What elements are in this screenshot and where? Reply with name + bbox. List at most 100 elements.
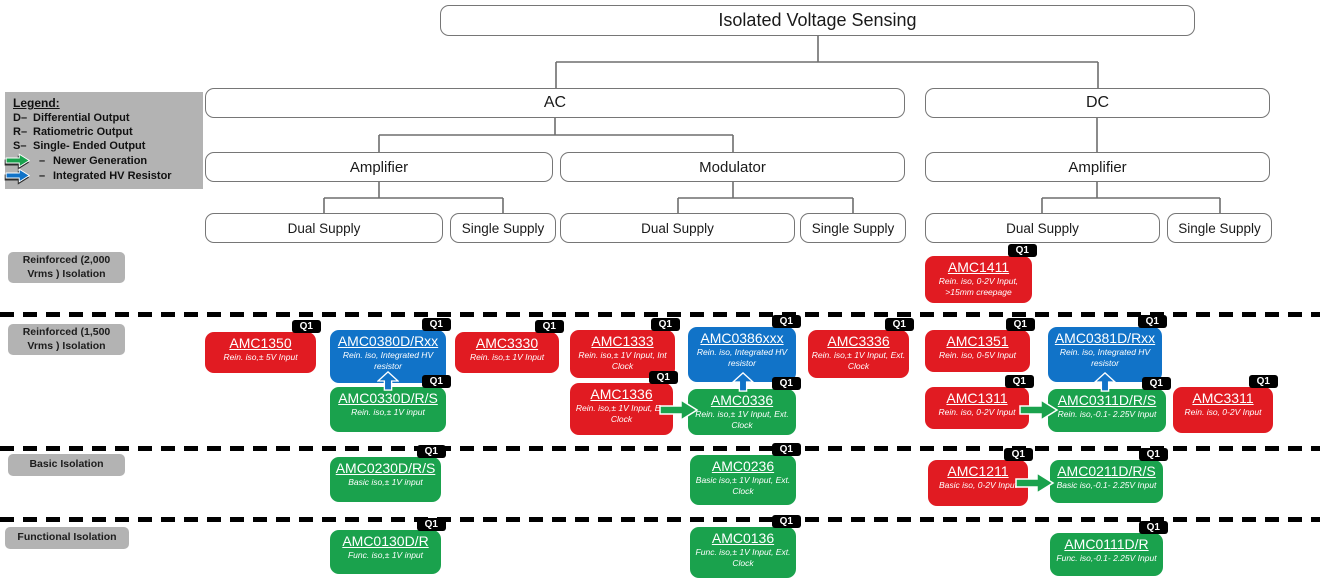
- node-label: DC: [1085, 94, 1110, 111]
- product-link-amc1211[interactable]: AMC1211: [947, 463, 1009, 479]
- node-ac-amplifier[interactable]: Amplifier: [205, 152, 553, 182]
- q1-badge: Q1: [771, 515, 801, 528]
- product-link-amc0336[interactable]: AMC0336: [710, 392, 774, 408]
- node-ac[interactable]: AC: [205, 88, 905, 118]
- product-link-amc3311[interactable]: AMC3311: [1192, 390, 1254, 406]
- node-isolated-voltage-sensing[interactable]: Isolated Voltage Sensing: [440, 5, 1195, 36]
- node-ac-amplifier-dual-supply[interactable]: Dual Supply: [205, 213, 443, 243]
- product-link-amc1411[interactable]: AMC1411: [947, 259, 1010, 275]
- legend-item-integrated-hv-resistor: – Integrated HV Resistor: [5, 168, 197, 183]
- q1-badge: Q1: [648, 371, 678, 384]
- legend-label: Ratiometric Output: [33, 126, 133, 138]
- product-link-amc3336[interactable]: AMC3336: [827, 333, 890, 349]
- legend-key: –: [39, 169, 46, 182]
- product-amc0380[interactable]: Q1 AMC0380D/Rxx Rein. iso, Integrated HV…: [330, 318, 451, 383]
- product-desc: Rein. iso, 0-5V Input: [938, 350, 1016, 360]
- product-link-amc0230[interactable]: AMC0230D/R/S: [335, 460, 436, 476]
- q1-badge: Q1: [1141, 377, 1171, 390]
- q1-badge: Q1: [650, 318, 680, 331]
- product-amc1333[interactable]: Q1 AMC1333 Rein. iso,± 1V Input, Int Clo…: [570, 318, 680, 378]
- product-amc3311[interactable]: Q1 AMC3311 Rein. iso, 0-2V Input: [1173, 375, 1278, 433]
- product-link-amc1311[interactable]: AMC1311: [946, 390, 1008, 406]
- node-label: Dual Supply: [641, 220, 714, 236]
- q1-badge: Q1: [291, 320, 321, 333]
- node-label: Single Supply: [461, 220, 545, 236]
- product-desc: Basic iso, 0-2V Input: [939, 480, 1017, 490]
- product-desc: Rein. iso,± 1V Input, Ext. Clock: [811, 350, 906, 371]
- node-dc-amplifier-single-supply[interactable]: Single Supply: [1167, 213, 1272, 243]
- product-link-amc0311[interactable]: AMC0311D/R/S: [1057, 392, 1157, 408]
- q1-badge: Q1: [1004, 375, 1034, 388]
- node-label: Modulator: [699, 158, 766, 176]
- product-amc1351[interactable]: Q1 AMC1351 Rein. iso, 0-5V Input: [925, 318, 1035, 372]
- product-link-amc0211[interactable]: AMC0211D/R/S: [1057, 463, 1156, 479]
- legend-item-newer-generation: – Newer Generation: [5, 153, 197, 168]
- node-ac-modulator[interactable]: Modulator: [560, 152, 905, 182]
- product-desc: Rein. iso, 0-2V Input, >15mm creepage: [938, 276, 1019, 297]
- product-link-amc0136[interactable]: AMC0136: [711, 530, 775, 546]
- legend-item-single-ended: S– Single- Ended Output: [13, 139, 197, 153]
- newer-generation-arrow-amc1336-to-amc0336: [658, 398, 700, 422]
- product-link-amc1350[interactable]: AMC1350: [229, 335, 292, 351]
- product-amc0311[interactable]: Q1 AMC0311D/R/S Rein. iso,-0.1- 2.25V In…: [1048, 377, 1171, 432]
- node-ac-modulator-single-supply[interactable]: Single Supply: [800, 213, 906, 243]
- legend-label: Differential Output: [33, 112, 130, 124]
- product-amc0336[interactable]: Q1 AMC0336 Rein. iso,± 1V Input, Ext. Cl…: [688, 377, 801, 435]
- product-amc1336[interactable]: Q1 AMC1336 Rein. iso,± 1V Input, Ext Clo…: [570, 371, 678, 435]
- node-dc-amplifier[interactable]: Amplifier: [925, 152, 1270, 182]
- product-link-amc0111[interactable]: AMC0111D/R: [1064, 536, 1149, 552]
- product-link-amc0236[interactable]: AMC0236: [711, 458, 775, 474]
- product-desc: Rein. iso, Integrated HV resistor: [342, 350, 434, 371]
- node-ac-amplifier-single-supply[interactable]: Single Supply: [450, 213, 556, 243]
- node-label: Amplifier: [349, 158, 409, 176]
- product-desc: Rein. iso, 0-2V Input: [1184, 407, 1262, 417]
- product-desc: Func. iso,± 1V Input, Ext. Clock: [695, 547, 791, 568]
- product-amc0211[interactable]: Q1 AMC0211D/R/S Basic iso,-0.1- 2.25V In…: [1050, 448, 1168, 503]
- product-link-amc0386[interactable]: AMC0386xxx: [700, 330, 784, 346]
- product-link-amc1351[interactable]: AMC1351: [946, 333, 1009, 349]
- q1-badge: Q1: [771, 315, 801, 328]
- integrated-hv-resistor-arrow-amc0330-to-amc0380: [377, 371, 399, 391]
- product-amc1350[interactable]: Q1 AMC1350 Rein. iso,± 5V Input: [205, 320, 321, 373]
- product-desc: Basic iso,-0.1- 2.25V Input: [1056, 480, 1157, 490]
- product-desc: Basic iso,± 1V Input, Ext. Clock: [695, 475, 791, 496]
- product-desc: Func. iso,-0.1- 2.25V Input: [1056, 553, 1157, 563]
- product-amc3330[interactable]: Q1 AMC3330 Rein. iso,± 1V Input: [455, 320, 564, 373]
- legend-label: Integrated HV Resistor: [53, 169, 172, 182]
- product-amc1211[interactable]: Q1 AMC1211 Basic iso, 0-2V Input: [928, 448, 1033, 506]
- product-link-amc1333[interactable]: AMC1333: [591, 333, 654, 349]
- q1-badge: Q1: [416, 518, 446, 531]
- product-link-amc0381[interactable]: AMC0381D/Rxx: [1054, 330, 1156, 346]
- product-amc0136[interactable]: Q1 AMC0136 Func. iso,± 1V Input, Ext. Cl…: [690, 515, 801, 578]
- newer-generation-arrow-amc1311-to-amc0311: [1018, 398, 1060, 422]
- product-link-amc0130[interactable]: AMC0130D/R: [342, 533, 429, 549]
- product-link-amc0380[interactable]: AMC0380D/Rxx: [337, 333, 439, 349]
- product-amc0236[interactable]: Q1 AMC0236 Basic iso,± 1V Input, Ext. Cl…: [690, 443, 801, 505]
- q1-badge: Q1: [1248, 375, 1278, 388]
- product-link-amc0330[interactable]: AMC0330D/R/S: [338, 390, 438, 406]
- product-link-amc3330[interactable]: AMC3330: [475, 335, 539, 351]
- product-desc: Rein. iso,± 1V input: [351, 407, 425, 417]
- green-arrow-icon: [1, 153, 35, 168]
- isolation-divider-1: [0, 312, 1320, 317]
- product-amc3336[interactable]: Q1 AMC3336 Rein. iso,± 1V Input, Ext. Cl…: [808, 318, 914, 378]
- legend-key: R–: [13, 126, 28, 138]
- node-dc[interactable]: DC: [925, 88, 1270, 118]
- q1-badge: Q1: [421, 375, 451, 388]
- product-desc: Rein. iso, Integrated HV resistor: [1059, 347, 1151, 368]
- product-amc0330[interactable]: Q1 AMC0330D/R/S Rein. iso,± 1V input: [330, 375, 451, 432]
- product-desc: Rein. iso,± 1V Input, Ext. Clock: [695, 409, 789, 430]
- product-amc1411[interactable]: Q1 AMC1411 Rein. iso, 0-2V Input, >15mm …: [925, 244, 1037, 303]
- product-amc1311[interactable]: Q1 AMC1311 Rein. iso, 0-2V Input: [925, 375, 1034, 429]
- product-desc: Rein. iso,± 1V Input, Ext Clock: [575, 403, 668, 424]
- node-dc-amplifier-dual-supply[interactable]: Dual Supply: [925, 213, 1160, 243]
- product-amc0130[interactable]: Q1 AMC0130D/R Func. iso,± 1V input: [330, 518, 446, 574]
- node-label: Single Supply: [811, 220, 895, 236]
- product-amc0386[interactable]: Q1 AMC0386xxx Rein. iso, Integrated HV r…: [688, 315, 801, 382]
- legend: Legend: D– Differential Output R– Ratiom…: [5, 92, 203, 189]
- product-amc0230[interactable]: Q1 AMC0230D/R/S Basic iso,± 1V input: [330, 445, 446, 502]
- product-amc0111[interactable]: Q1 AMC0111D/R Func. iso,-0.1- 2.25V Inpu…: [1050, 521, 1168, 576]
- node-ac-modulator-dual-supply[interactable]: Dual Supply: [560, 213, 795, 243]
- product-link-amc1336[interactable]: AMC1336: [590, 386, 653, 402]
